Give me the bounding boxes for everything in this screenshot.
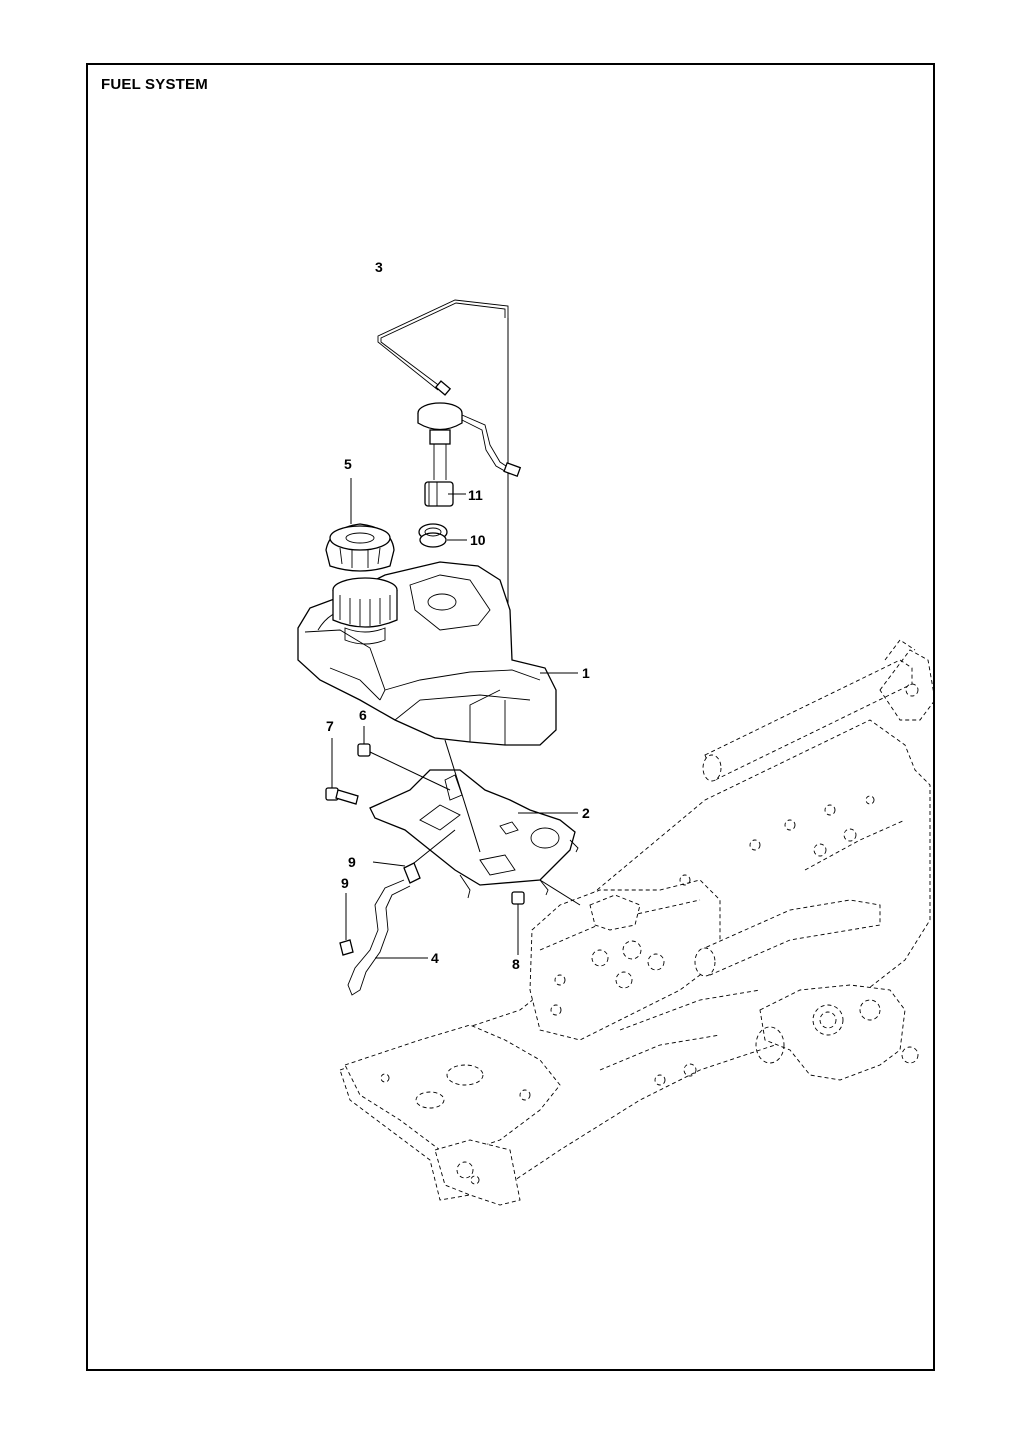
callout-9-upper: 9 [348, 854, 356, 870]
part-1-fuel-tank [297, 561, 578, 746]
callout-6: 6 [359, 707, 367, 723]
callout-11: 11 [468, 487, 483, 503]
page-title: FUEL SYSTEM [101, 76, 208, 93]
part-9-clamp-upper [372, 829, 456, 884]
callout-9-lower: 9 [341, 875, 349, 891]
callout-8: 8 [512, 956, 520, 972]
callout-3: 3 [375, 259, 383, 275]
part-9-clamp-lower [339, 893, 354, 956]
callout-2: 2 [582, 805, 590, 821]
callout-5: 5 [344, 456, 352, 472]
callout-4: 4 [431, 950, 439, 966]
part-2-tank-bracket [369, 739, 581, 906]
part-6-nut [357, 726, 451, 791]
part-4-fuel-hose [347, 879, 428, 996]
callout-7: 7 [326, 718, 334, 734]
callout-10: 10 [470, 532, 486, 548]
chassis-frame [339, 639, 936, 1206]
callout-labels: 3 5 11 10 1 6 7 2 9 9 4 8 [326, 259, 590, 972]
diagram-frame [86, 63, 935, 1371]
callout-1: 1 [582, 665, 590, 681]
part-5-fuel-cap [325, 478, 395, 572]
part-8-nut [511, 891, 525, 955]
part-7-bolt [325, 738, 359, 805]
part-11-fuel-sender [417, 402, 522, 507]
part-10-grommet [418, 523, 467, 548]
